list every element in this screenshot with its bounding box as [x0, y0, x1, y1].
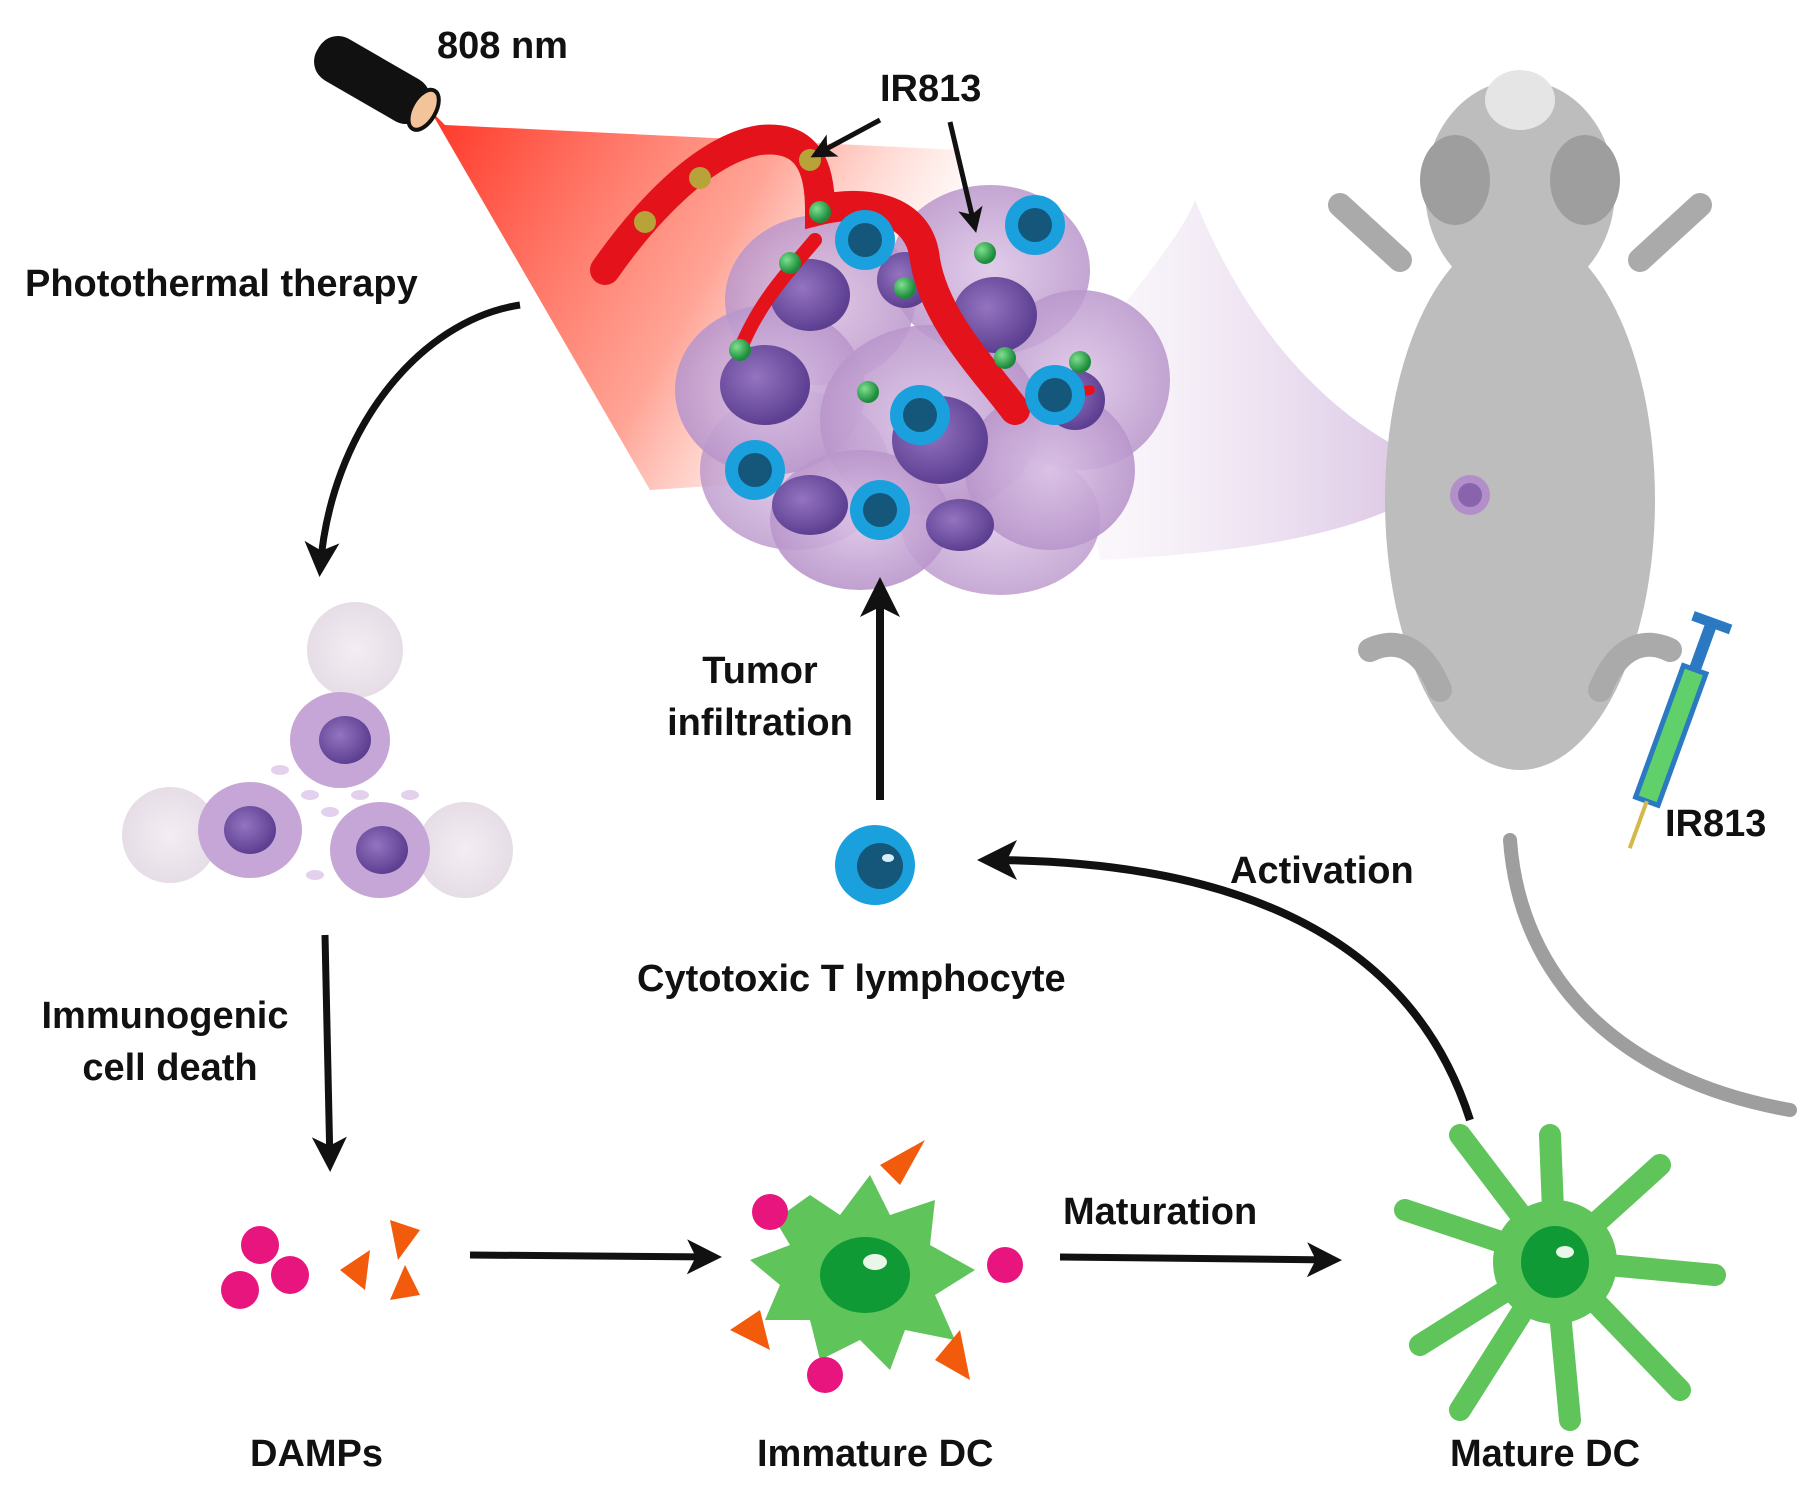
magnification-cone	[1060, 200, 1450, 560]
activation-label: Activation	[1230, 850, 1414, 892]
tumor-infiltration-label-2: infiltration	[667, 702, 853, 744]
activation-arrow	[977, 840, 1474, 1122]
damps-icon	[221, 1220, 420, 1309]
ir813-arrows	[810, 117, 983, 233]
ir813-particles	[634, 149, 1091, 403]
tumor-mass-icon	[590, 124, 1170, 595]
dying-cells-icon	[122, 602, 513, 898]
mature-dc-label: Mature DC	[1450, 1433, 1641, 1475]
mouse-icon	[1328, 70, 1797, 1117]
tumor-t-cells	[725, 195, 1085, 540]
maturation-arrow	[1059, 1242, 1342, 1278]
mature-dc-icon	[1394, 1124, 1726, 1431]
ir813-injection-label: IR813	[1665, 803, 1767, 845]
icd-label-2: cell death	[82, 1047, 258, 1089]
photothermal-label: Photothermal therapy	[25, 263, 418, 305]
maturation-label: Maturation	[1063, 1191, 1258, 1233]
damps-label: DAMPs	[250, 1433, 384, 1475]
laser-pointer-icon	[314, 36, 441, 132]
immature-dc-label: Immature DC	[757, 1433, 994, 1475]
ctl-label: Cytotoxic T lymphocyte	[637, 958, 1066, 1000]
ir813-top-label: IR813	[880, 68, 982, 110]
syringe-icon	[1627, 611, 1733, 849]
immature-dc-icon	[730, 1140, 1023, 1393]
t-cell-icon	[835, 825, 915, 905]
icd-arrow	[311, 934, 347, 1172]
tumor-infiltration-label-1: Tumor	[702, 650, 818, 692]
damps-to-immature-arrow	[469, 1239, 722, 1275]
laser-wavelength-label: 808 nm	[437, 25, 568, 67]
photothermal-arrow	[304, 301, 521, 577]
icd-label-1: Immunogenic	[41, 995, 289, 1037]
